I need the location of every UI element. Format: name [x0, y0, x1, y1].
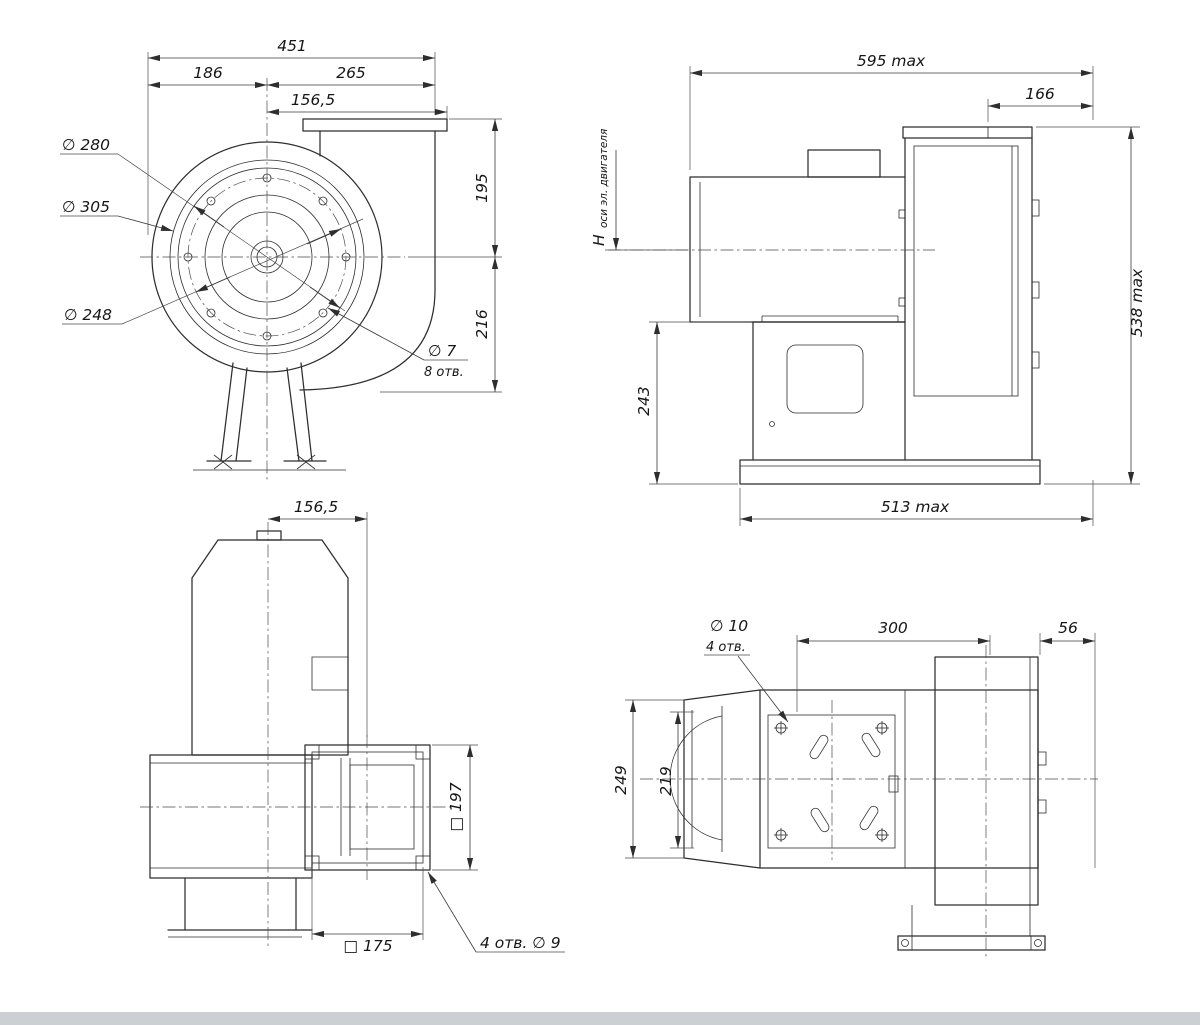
scroll-housing-top	[934, 656, 1047, 906]
side-view-dimensions: 595 max 166 H оси эл. двигателя 243 538 …	[590, 52, 1146, 526]
motor-terminal-box	[807, 149, 881, 178]
motor-mount-plate	[767, 714, 899, 849]
dim-300-label: 300	[878, 619, 908, 637]
dim-451-label: 451	[277, 37, 307, 55]
dim-195-label: 195	[473, 173, 491, 203]
dim-56-label: 56	[1058, 619, 1078, 637]
outlet-flange-square	[304, 744, 431, 871]
axis-height-h: H	[590, 234, 608, 246]
bottom-front-centerlines	[140, 522, 455, 948]
top-view-geometry	[669, 656, 1047, 951]
dim-197-label: □ 197	[447, 782, 465, 831]
side-view: 595 max 166 H оси эл. двигателя 243 538 …	[590, 52, 1146, 526]
dim-216-label: 216	[473, 309, 491, 339]
bottom-front-view: 156,5 □ 197 □ 175 4 отв. ∅ 9	[140, 498, 565, 955]
motor-body	[689, 176, 906, 323]
dim-186-label: 186	[193, 64, 223, 82]
front-view-centerlines	[140, 78, 405, 480]
dia-10-label: ∅ 10	[710, 617, 748, 635]
dim-175-label: □ 175	[343, 937, 392, 955]
dim-166-label: 166	[1025, 85, 1055, 103]
top-view: ∅ 10 4 отв. 300 56 249 219	[612, 617, 1098, 960]
front-view-geometry	[151, 118, 448, 471]
inlet-collar	[669, 689, 761, 869]
dim-595-label: 595 max	[857, 52, 926, 70]
dim-513-label: 513 max	[881, 498, 950, 516]
base-plate-side	[739, 459, 1041, 485]
side-view-geometry	[689, 126, 1041, 485]
fan-housing-side	[898, 126, 1040, 461]
holes-4x9-label: 4 отв. ∅ 9	[480, 934, 561, 952]
dim-538-label: 538 max	[1128, 268, 1146, 337]
dim-249-label: 249	[612, 765, 630, 795]
dim-156-bottom-label: 156,5	[294, 498, 338, 516]
axis-height-label: оси эл. двигателя	[598, 129, 610, 228]
dim-219-label: 219	[657, 766, 675, 796]
pedestal	[752, 315, 906, 461]
front-view-dimensions: 451 186 265 156,5 ∅ 280 ∅ 305 ∅ 248	[60, 37, 502, 393]
dim-243-label: 243	[635, 386, 653, 416]
support-legs	[193, 362, 346, 471]
dim-156-label: 156,5	[291, 91, 335, 109]
dia-7-label: ∅ 7	[428, 342, 456, 360]
dim-265-label: 265	[336, 64, 366, 82]
pedestal-opening	[786, 344, 864, 414]
fan-casing	[149, 754, 313, 879]
holes-8-label: 8 отв.	[424, 365, 464, 380]
dia-280-label: ∅ 280	[62, 136, 110, 154]
dia-248-label: ∅ 248	[64, 306, 112, 324]
outlet-duct	[299, 118, 448, 391]
bottom-front-geometry	[149, 530, 431, 938]
bottom-scrollbar	[0, 1012, 1200, 1025]
bottom-front-dimensions: 156,5 □ 197 □ 175 4 отв. ∅ 9	[268, 498, 565, 955]
motor-outline	[191, 539, 349, 756]
holes-4-label: 4 отв.	[706, 640, 746, 655]
top-view-centerlines	[640, 645, 1098, 960]
front-view: 451 186 265 156,5 ∅ 280 ∅ 305 ∅ 248	[60, 37, 502, 480]
outlet-duct-top	[897, 905, 1046, 951]
dia-305-label: ∅ 305	[62, 198, 110, 216]
top-view-dimensions: ∅ 10 4 отв. 300 56 249 219	[612, 617, 1096, 868]
